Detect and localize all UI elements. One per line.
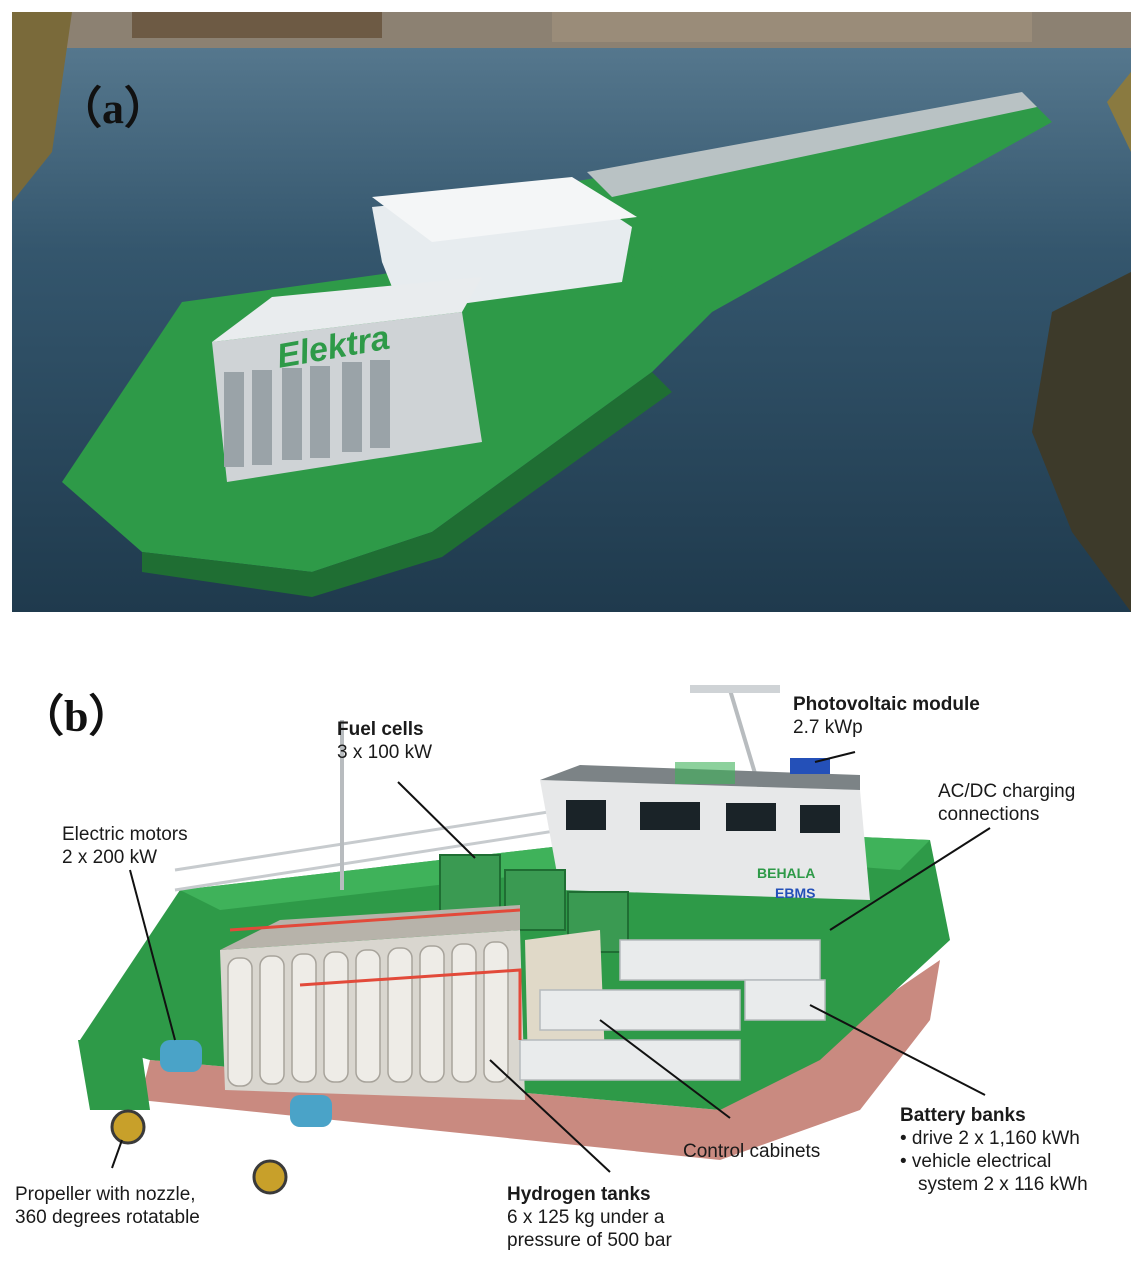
- propeller-units: [110, 1109, 288, 1195]
- photovoltaic-sub: 2.7 kWp: [793, 717, 863, 738]
- solar-panel: [790, 758, 830, 774]
- right-bank: [1032, 272, 1131, 612]
- callout-control-cabinets: Control cabinets: [683, 1140, 820, 1163]
- callout-propeller: Propeller with nozzle, 360 degrees rotat…: [15, 1183, 200, 1229]
- battery-banks-bullet1: • drive 2 x 1,160 kWh: [900, 1128, 1080, 1149]
- hydrogen-tanks-line2: 6 x 125 kg under a: [507, 1207, 665, 1228]
- callout-charging: AC/DC charging connections: [938, 780, 1075, 826]
- battery-banks-bullet2: • vehicle electrical: [900, 1151, 1052, 1172]
- callout-hydrogen-tanks: Hydrogen tanks 6 x 125 kg under a pressu…: [507, 1183, 672, 1252]
- barge-hull: [572, 102, 1052, 332]
- hydrogen-tank-cylinders: [227, 941, 509, 1087]
- charging-line2: connections: [938, 804, 1040, 825]
- propeller-line2: 360 degrees rotatable: [15, 1207, 200, 1228]
- stern: [78, 1040, 150, 1110]
- callout-photovoltaic: Photovoltaic module 2.7 kWp: [793, 693, 980, 739]
- cabin-brand-ebms: EBMS: [775, 885, 815, 901]
- piping: [229, 908, 522, 1040]
- callout-electric-motors: Electric motors 2 x 200 kW: [62, 823, 188, 869]
- cabin-brand-behala: BEHALA: [757, 865, 815, 881]
- diagram-panel-b: BEHALA EBMS: [0, 640, 1141, 1267]
- photo-panel-a: Elektra: [12, 12, 1131, 612]
- control-cabinets-line1: Control cabinets: [683, 1141, 821, 1162]
- propeller-line1: Propeller with nozzle,: [15, 1184, 196, 1205]
- wheelhouse-b: [540, 780, 870, 900]
- fuel-cells-sub: 3 x 100 kW: [337, 742, 433, 763]
- hydrogen-tanks-title: Hydrogen tanks: [507, 1184, 651, 1205]
- electric-motor-2: [290, 1095, 332, 1127]
- fuel-cells-title: Fuel cells: [337, 719, 424, 740]
- electric-motors-line2: 2 x 200 kW: [62, 847, 158, 868]
- leader-lines: [111, 751, 991, 1173]
- hull-bottom: [140, 960, 940, 1160]
- left-bank: [12, 12, 72, 202]
- callout-battery-banks: Battery banks • drive 2 x 1,160 kWh • ve…: [900, 1104, 1088, 1196]
- panel-label-b: （b）: [20, 692, 133, 741]
- battery-banks-bullet2b: system 2 x 116 kWh: [918, 1174, 1088, 1195]
- electric-motor-1: [160, 1040, 202, 1072]
- battery-banks-title: Battery banks: [900, 1105, 1026, 1126]
- panel-label-a: （a）: [58, 84, 168, 133]
- callout-fuel-cells: Fuel cells 3 x 100 kW: [337, 718, 432, 764]
- electric-motors-line1: Electric motors: [62, 824, 188, 845]
- charging-line1: AC/DC charging: [938, 781, 1076, 802]
- hydrogen-tanks-line3: pressure of 500 bar: [507, 1230, 672, 1251]
- photovoltaic-title: Photovoltaic module: [793, 694, 980, 715]
- battery-bank-modules: [519, 939, 826, 1081]
